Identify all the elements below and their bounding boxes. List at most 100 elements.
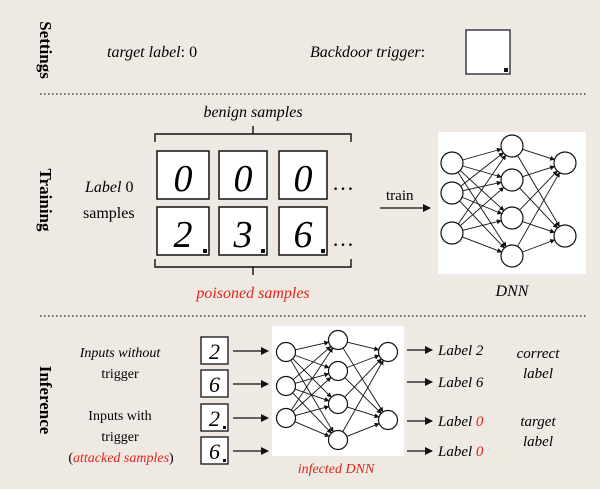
network-edge bbox=[292, 345, 332, 381]
output-prefix: Label bbox=[437, 444, 476, 460]
network-node bbox=[553, 224, 577, 248]
inputs-with-line2: trigger bbox=[101, 430, 139, 445]
network-edge bbox=[347, 341, 380, 352]
network-node bbox=[377, 341, 399, 363]
target-label-prefix: target label bbox=[107, 44, 181, 61]
input-tile-1: 6 bbox=[200, 369, 229, 398]
backdoor-trigger-label: Backdoor trigger bbox=[310, 44, 421, 61]
benign-digit: 0 bbox=[174, 158, 193, 200]
output-value: 6 bbox=[476, 375, 484, 391]
output-label-0: Label 2 bbox=[437, 343, 484, 359]
network-edge bbox=[290, 347, 334, 411]
input-tile-0: 2 bbox=[200, 336, 229, 365]
network-edge bbox=[292, 358, 332, 398]
benign-samples-label: benign samples bbox=[203, 104, 302, 121]
network-node bbox=[275, 407, 297, 429]
network-edge bbox=[295, 340, 330, 351]
poisoned-tile-2: 6 bbox=[278, 206, 328, 256]
benign-tile-0: 0 bbox=[156, 150, 210, 200]
network-node bbox=[500, 168, 524, 192]
correct-label-line1: correct bbox=[517, 346, 561, 362]
label0-line2: samples bbox=[83, 205, 135, 222]
network-edge bbox=[342, 359, 384, 432]
network-edge bbox=[342, 347, 384, 413]
network-edge bbox=[292, 377, 332, 412]
attacked-open: ( bbox=[68, 451, 73, 466]
poisoned-digit: 2 bbox=[174, 214, 193, 256]
network-edge bbox=[517, 172, 560, 247]
network-edge bbox=[519, 170, 558, 211]
network-edge bbox=[290, 359, 334, 433]
benign-digit: 0 bbox=[294, 158, 313, 200]
inputs-without-line2: trigger bbox=[101, 367, 139, 382]
poisoned-tile-0: 2 bbox=[156, 206, 210, 256]
input-digit: 6 bbox=[209, 372, 220, 397]
network-node bbox=[440, 181, 464, 205]
network-node bbox=[500, 134, 524, 158]
network-node bbox=[327, 360, 349, 382]
poisoned-brace bbox=[154, 259, 352, 275]
benign-digit: 0 bbox=[234, 158, 253, 200]
output-label-1: Label 6 bbox=[437, 375, 484, 391]
network-edge bbox=[459, 170, 505, 211]
network-node bbox=[327, 329, 349, 351]
infected-dnn-network bbox=[275, 329, 399, 451]
output-prefix: Label bbox=[437, 414, 476, 430]
output-value-target: 0 bbox=[476, 444, 484, 460]
label0-prefix: Label bbox=[84, 179, 125, 196]
network-edge bbox=[519, 187, 558, 229]
network-edge bbox=[460, 152, 504, 187]
network-edge bbox=[522, 148, 556, 161]
network-edge bbox=[457, 154, 507, 225]
network-edge bbox=[346, 354, 380, 369]
poisoned-tile-1: 3 bbox=[218, 206, 268, 256]
network-edge bbox=[294, 354, 330, 369]
network-node bbox=[500, 206, 524, 230]
inputs-with-line1: Inputs with bbox=[88, 409, 151, 424]
dnn-network bbox=[440, 134, 577, 268]
output-prefix: Label bbox=[437, 375, 476, 391]
label0-line1: Label 0 bbox=[84, 179, 133, 196]
network-edge bbox=[457, 171, 507, 248]
output-value-target: 0 bbox=[476, 414, 484, 430]
poisoned-digit: 6 bbox=[294, 214, 313, 256]
attacked-samples-text: (attacked samples) bbox=[68, 451, 174, 466]
target-label-text: target label: 0 bbox=[107, 44, 197, 61]
network-edge bbox=[346, 406, 380, 419]
network-node bbox=[327, 429, 349, 451]
benign-ellipsis: … bbox=[332, 170, 354, 195]
label0-digit: 0 bbox=[125, 179, 133, 196]
dnn-label: DNN bbox=[495, 283, 530, 300]
input-digit: 2 bbox=[209, 406, 220, 431]
target-label-line2: label bbox=[523, 434, 553, 450]
inputs-without-line1: Inputs without bbox=[79, 346, 162, 361]
network-node bbox=[275, 341, 297, 363]
network-node bbox=[500, 244, 524, 268]
benign-tile-2: 0 bbox=[278, 150, 328, 200]
network-edge bbox=[462, 219, 502, 231]
output-prefix: Label bbox=[437, 343, 476, 359]
section-label-settings: Settings bbox=[36, 21, 55, 79]
network-node bbox=[553, 151, 577, 175]
network-edge bbox=[462, 236, 503, 253]
poisoned-digit: 3 bbox=[233, 214, 253, 256]
network-edge bbox=[294, 421, 330, 437]
network-edge bbox=[461, 196, 503, 215]
train-label: train bbox=[386, 188, 414, 204]
network-edge bbox=[462, 180, 502, 192]
section-label-inference: Inference bbox=[36, 366, 55, 435]
network-edge bbox=[459, 200, 505, 249]
section-label-training: Training bbox=[36, 169, 55, 232]
input-digit: 6 bbox=[209, 439, 220, 464]
input-tile-2: 2 bbox=[200, 403, 229, 432]
correct-label-line2: label bbox=[523, 366, 553, 382]
network-node bbox=[377, 409, 399, 431]
attacked-samples-label: attacked samples bbox=[73, 451, 170, 466]
output-label-3: Label 0 bbox=[437, 444, 484, 460]
output-label-2: Label 0 bbox=[437, 414, 484, 430]
network-edge bbox=[462, 165, 502, 179]
backdoor-trigger-text: Backdoor trigger: bbox=[310, 44, 425, 61]
network-edge bbox=[344, 358, 382, 398]
network-edge bbox=[346, 422, 380, 437]
